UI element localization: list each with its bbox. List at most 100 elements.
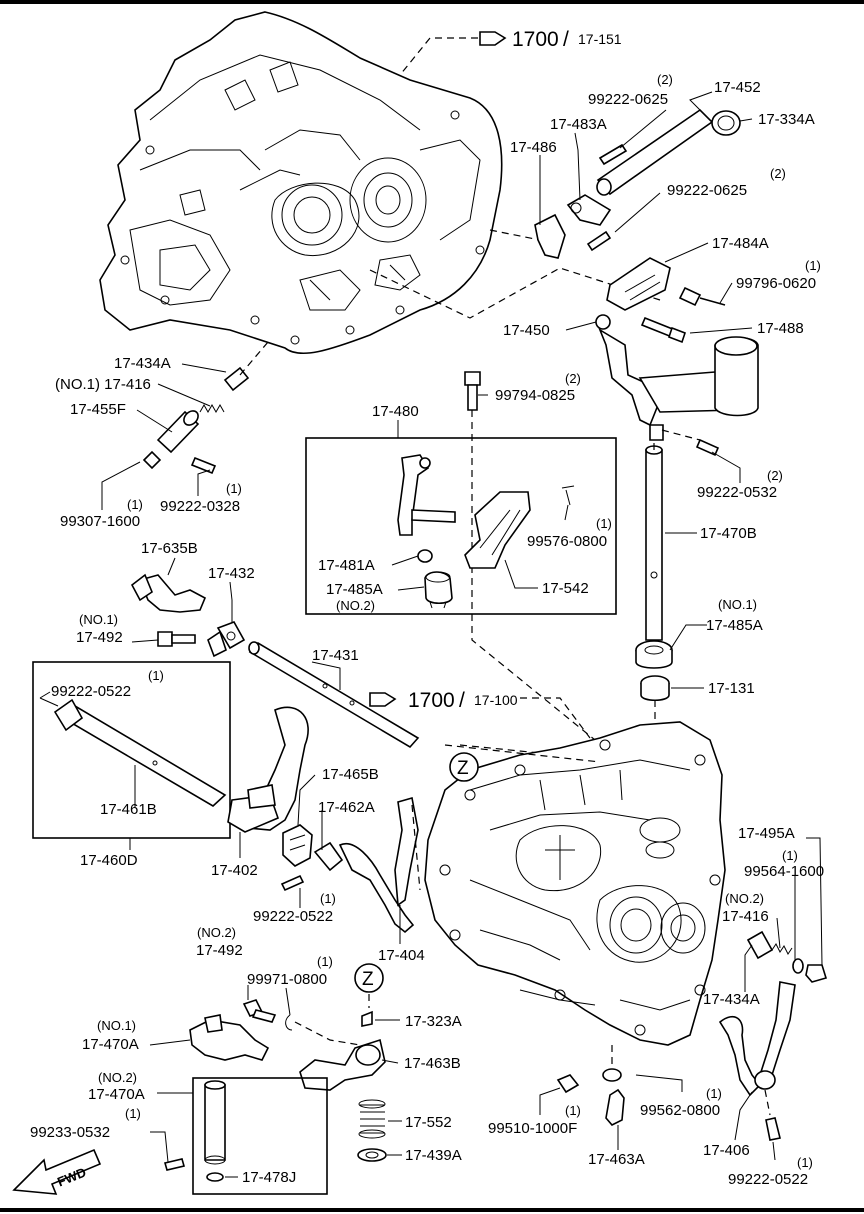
shift-lever-17-450 (595, 314, 759, 441)
shift-rod-17-452 (596, 108, 714, 196)
label-17-470A-no2: 17-470A (88, 1086, 145, 1103)
rod-17-461B (39, 697, 227, 807)
svg-text:(2): (2) (657, 72, 673, 87)
seal-17-334A (711, 110, 741, 136)
lower-ref-number: 1700 (408, 689, 455, 712)
bolt-99510-1000F (556, 1074, 580, 1094)
lever-17-483A (566, 194, 612, 226)
label-99222-0625-b: 99222-0625 (667, 182, 747, 199)
label-17-131: 17-131 (708, 680, 755, 697)
svg-text:(1): (1) (706, 1086, 722, 1101)
washer-99564-1600 (792, 958, 804, 974)
spring-17-552 (358, 1099, 386, 1139)
label-99794-0825: 99794-0825 (495, 387, 575, 404)
plug-17-434A-upper (223, 366, 250, 392)
label-17-406: 17-406 (703, 1142, 750, 1159)
plug-99307-1600 (142, 450, 162, 470)
washer-99971-0800 (285, 1014, 293, 1031)
pin-99222-0522-mid (280, 874, 305, 892)
label-17-485A-no2: 17-485A (326, 581, 383, 598)
svg-text:(1): (1) (317, 954, 333, 969)
zone-marker-z-lower: Z (354, 963, 384, 993)
plug-17-463A (605, 1088, 625, 1126)
reference-arrow-icon (479, 31, 507, 46)
fork-17-406 (718, 981, 796, 1097)
bolt-17-492-no1 (157, 631, 196, 647)
svg-text:(1): (1) (148, 668, 164, 683)
label-17-465B: 17-465B (322, 766, 379, 783)
svg-text:(1): (1) (565, 1103, 581, 1118)
label-17-323A: 17-323A (405, 1013, 462, 1030)
svg-text:(1): (1) (596, 516, 612, 531)
label-99222-0522-lower: 99222-0522 (728, 1171, 808, 1188)
svg-text:Z: Z (457, 758, 469, 779)
label-17-416-no2: 17-416 (722, 908, 769, 925)
assembly-box-17-480 (305, 437, 617, 615)
pin-99222-0625-a (598, 143, 628, 166)
svg-text:/: / (459, 689, 465, 712)
label-17-484A: 17-484A (712, 235, 769, 252)
pin-99222-0532 (695, 438, 720, 457)
label-17-483A: 17-483A (550, 116, 607, 133)
boot-17-485A-no2 (424, 571, 453, 609)
label-17-495A: 17-495A (738, 825, 795, 842)
washer-17-439A (357, 1148, 387, 1162)
label-17-460D: 17-460D (80, 852, 138, 869)
label-17-478J: 17-478J (242, 1169, 296, 1186)
assembly-box-17-470A-no2 (192, 1077, 328, 1195)
fork-17-404 (313, 796, 419, 934)
pin-17-323A (361, 1010, 373, 1027)
bracket-17-484A (606, 257, 671, 311)
label-99222-0532: 99222-0532 (697, 484, 777, 501)
collar-17-465B (282, 824, 313, 867)
label-99796-0620: 99796-0620 (736, 275, 816, 292)
label-99222-0328: 99222-0328 (160, 498, 240, 515)
bushing-17-131 (640, 675, 670, 702)
bolt-99794-0825 (464, 371, 481, 411)
upper-case-housing (99, 11, 503, 355)
label-17-492-no2: 17-492 (196, 942, 243, 959)
reference-arrow-icon-lower (369, 692, 397, 707)
plug-17-495A (805, 964, 828, 983)
svg-text:(1): (1) (127, 497, 143, 512)
pin-99233-0532 (164, 1158, 185, 1171)
label-17-402: 17-402 (211, 862, 258, 879)
label-17-463B: 17-463B (404, 1055, 461, 1072)
seal-17-485A-no1 (635, 640, 673, 669)
label-99222-0522-mid: 99222-0522 (253, 908, 333, 925)
svg-text:(NO.2): (NO.2) (725, 891, 764, 906)
label-99307-1600: 99307-1600 (60, 513, 140, 530)
svg-text:(NO.1): (NO.1) (718, 597, 757, 612)
callout-labels: 17-452 (2) 99222-0625 17-334A 17-483A 17… (30, 72, 824, 1188)
label-99222-0625-a: 99222-0625 (588, 91, 668, 108)
sleeve-17-455F (156, 410, 200, 454)
label-17-404: 17-404 (378, 947, 425, 964)
label-17-470B: 17-470B (700, 525, 757, 542)
pin-99576-0800 (561, 485, 575, 506)
ring-17-478J (206, 1172, 224, 1182)
label-17-486: 17-486 (510, 139, 557, 156)
label-17-431: 17-431 (312, 647, 359, 664)
assembly-box-17-460D (32, 661, 231, 839)
label-17-452: 17-452 (714, 79, 761, 96)
label-17-485A-no1: 17-485A (706, 617, 763, 634)
label-17-463A: 17-463A (588, 1151, 645, 1168)
label-99576-0800: 99576-0800 (527, 533, 607, 550)
label-99564-1600: 99564-1600 (744, 863, 824, 880)
label-17-450: 17-450 (503, 322, 550, 339)
svg-text:(NO.1): (NO.1) (97, 1018, 136, 1033)
spring-17-416-no2 (771, 943, 793, 955)
label-17-461B: 17-461B (100, 801, 157, 818)
fork-17-402 (227, 706, 309, 833)
label-99510-1000F: 99510-1000F (488, 1120, 577, 1137)
zone-marker-z-upper: Z (449, 752, 479, 782)
label-17-432: 17-432 (208, 565, 255, 582)
svg-text:(NO.2): (NO.2) (336, 598, 375, 613)
lever-assembly-17-480 (397, 454, 456, 536)
pin-99222-0522-lower (765, 1117, 781, 1141)
label-17-470A-no1: 17-470A (82, 1036, 139, 1053)
label-17-488: 17-488 (757, 320, 804, 337)
label-17-334A: 17-334A (758, 111, 815, 128)
upper-ref-number: 1700 (512, 28, 559, 51)
